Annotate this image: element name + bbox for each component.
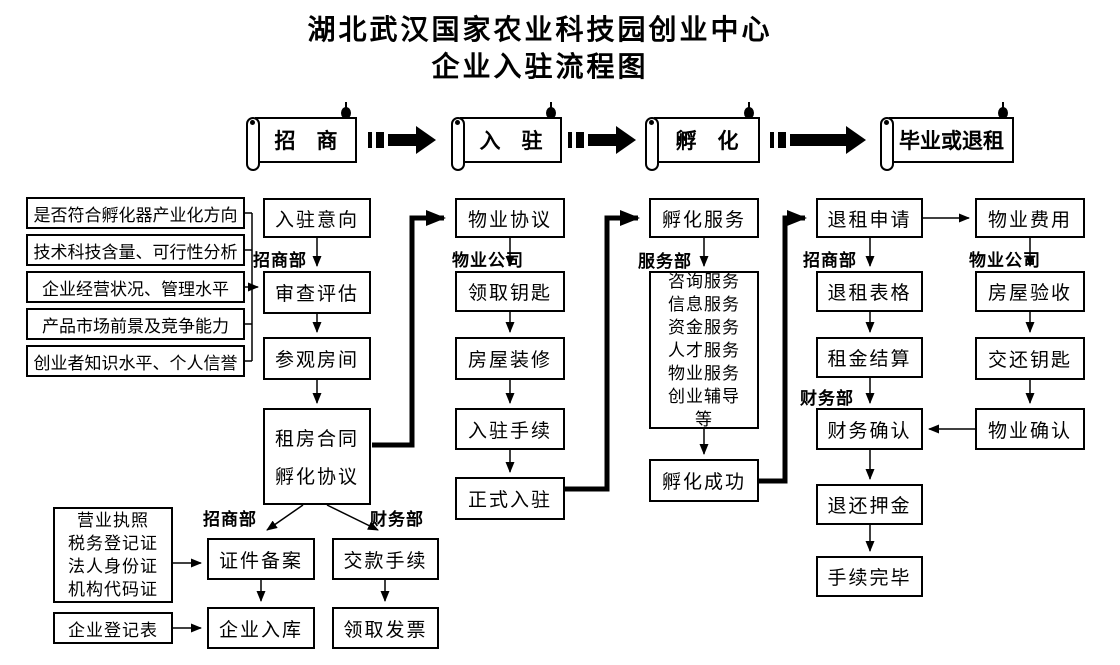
page-title: 湖北武汉国家农业科技园创业中心 (307, 14, 773, 45)
service-item: 创业辅导 (668, 386, 740, 406)
scroll-roll-icon (880, 117, 894, 171)
step-fuhua-fuwu: 孵化服务 (649, 198, 759, 238)
page-subtitle: 企业入驻流程图 (431, 51, 649, 82)
step-zujin-jiesuan: 租金结算 (816, 337, 923, 378)
step-tuizu-shenqing: 退租申请 (816, 198, 923, 238)
service-item: 等 (695, 409, 713, 429)
thick-connector-ruzhu-to-fuhuafuwu (565, 210, 640, 492)
step-tuizu-biaoge: 退租表格 (816, 271, 923, 312)
criteria-box: 是否符合孵化器产业化方向 (26, 197, 245, 229)
doc-item: 税务登记证 (68, 534, 158, 553)
service-item: 物业服务 (668, 363, 740, 383)
phase-label: 毕业或退租 (889, 117, 1014, 163)
step-wuye-xieyi: 物业协议 (455, 198, 565, 238)
criteria-bracket (245, 212, 253, 362)
step-qiye-dengjibiao: 企业登记表 (53, 612, 173, 644)
step-zhengshi-ruzhu: 正式入驻 (455, 477, 565, 520)
phase-arrow-icon (368, 126, 436, 154)
step-fuhua-chenggong: 孵化成功 (649, 459, 759, 502)
contract-line2: 孵化协议 (274, 467, 359, 489)
step-jiaokuan-shouxu: 交款手续 (332, 538, 439, 580)
step-jiaohuan-yaoshi: 交还钥匙 (975, 337, 1085, 380)
phase-label: 招 商 (255, 117, 357, 163)
arrow-contract-to-jiaokuan (326, 504, 379, 531)
dept-label-wuye: 物业公司 (969, 251, 1041, 270)
scroll-roll-icon (645, 117, 659, 171)
docs-list-box: 营业执照 税务登记证 法人身份证 机构代码证 (53, 507, 173, 603)
doc-item: 法人身份证 (68, 557, 158, 576)
scroll-knob-icon (744, 102, 754, 119)
doc-item: 机构代码证 (68, 580, 158, 599)
criteria-box: 产品市场前景及竞争能力 (26, 308, 245, 340)
step-caiwu-queren: 财务确认 (816, 408, 923, 450)
scroll-roll-icon (451, 117, 465, 171)
step-tuihuan-yajin: 退还押金 (816, 484, 923, 525)
doc-item: 营业执照 (77, 511, 149, 530)
dept-label-zhaoshang: 招商部 (203, 510, 257, 529)
scroll-knob-icon (998, 102, 1008, 119)
step-wuye-queren: 物业确认 (975, 408, 1085, 450)
phase-arrow-icon (770, 126, 866, 154)
dept-label-zhaoshang: 招商部 (253, 251, 307, 270)
step-fangwu-yanshou: 房屋验收 (975, 271, 1085, 312)
scroll-knob-icon (341, 102, 351, 119)
step-fangwu-zhuangxiu: 房屋装修 (455, 337, 565, 380)
thick-connector-contract-to-wuyexieyi (372, 210, 446, 448)
criteria-box: 企业经营状况、管理水平 (26, 271, 245, 303)
step-lingqu-fapiao: 领取发票 (332, 607, 439, 649)
contract-line1: 租房合同 (274, 428, 359, 450)
arrow-contract-to-beian (266, 504, 304, 531)
phase-label: 入 驻 (460, 117, 562, 163)
services-list-box: 咨询服务 信息服务 资金服务 人才服务 物业服务 创业辅导 等 (649, 271, 759, 429)
phase-banner-ruzhu: 入 驻 (451, 102, 562, 171)
step-zufang-hetong: 租房合同 孵化协议 (263, 408, 371, 505)
step-lingqu-yaoshi: 领取钥匙 (455, 271, 565, 312)
step-qiye-ruku: 企业入库 (207, 607, 315, 649)
thick-connector-fuhua-to-tuizu (757, 210, 807, 484)
phase-banner-fuhua: 孵 化 (645, 102, 760, 171)
dept-label-wuye: 物业公司 (452, 251, 524, 270)
service-item: 人才服务 (668, 340, 740, 360)
step-shouxu-wanbi: 手续完毕 (816, 556, 923, 597)
dept-label-fuwu: 服务部 (638, 252, 692, 271)
service-item: 咨询服务 (668, 271, 740, 291)
scroll-roll-icon (246, 117, 260, 171)
step-wuye-feiyong: 物业费用 (975, 198, 1085, 238)
service-item: 资金服务 (668, 317, 740, 337)
scroll-knob-icon (546, 102, 556, 119)
phase-label: 孵 化 (654, 117, 760, 163)
criteria-box: 技术科技含量、可行性分析 (26, 234, 245, 266)
phase-arrow-icon (568, 126, 636, 154)
service-item: 信息服务 (668, 294, 740, 314)
step-ruzhu-shouxu: 入驻手续 (455, 408, 565, 450)
step-ruzhu-yixiang: 入驻意向 (263, 198, 371, 238)
step-shencha-pinggu: 审查评估 (263, 271, 371, 314)
phase-banner-zhaoshang: 招 商 (246, 102, 357, 171)
phase-banner-biye: 毕业或退租 (880, 102, 1014, 171)
criteria-box: 创业者知识水平、个人信誉 (26, 345, 245, 377)
step-canguan-fangjian: 参观房间 (263, 337, 371, 380)
step-zhengjian-beian: 证件备案 (207, 538, 315, 580)
dept-label-caiwu: 财务部 (370, 510, 424, 529)
dept-label-caiwu: 财务部 (800, 389, 854, 408)
dept-label-zhaoshang: 招商部 (803, 251, 857, 270)
